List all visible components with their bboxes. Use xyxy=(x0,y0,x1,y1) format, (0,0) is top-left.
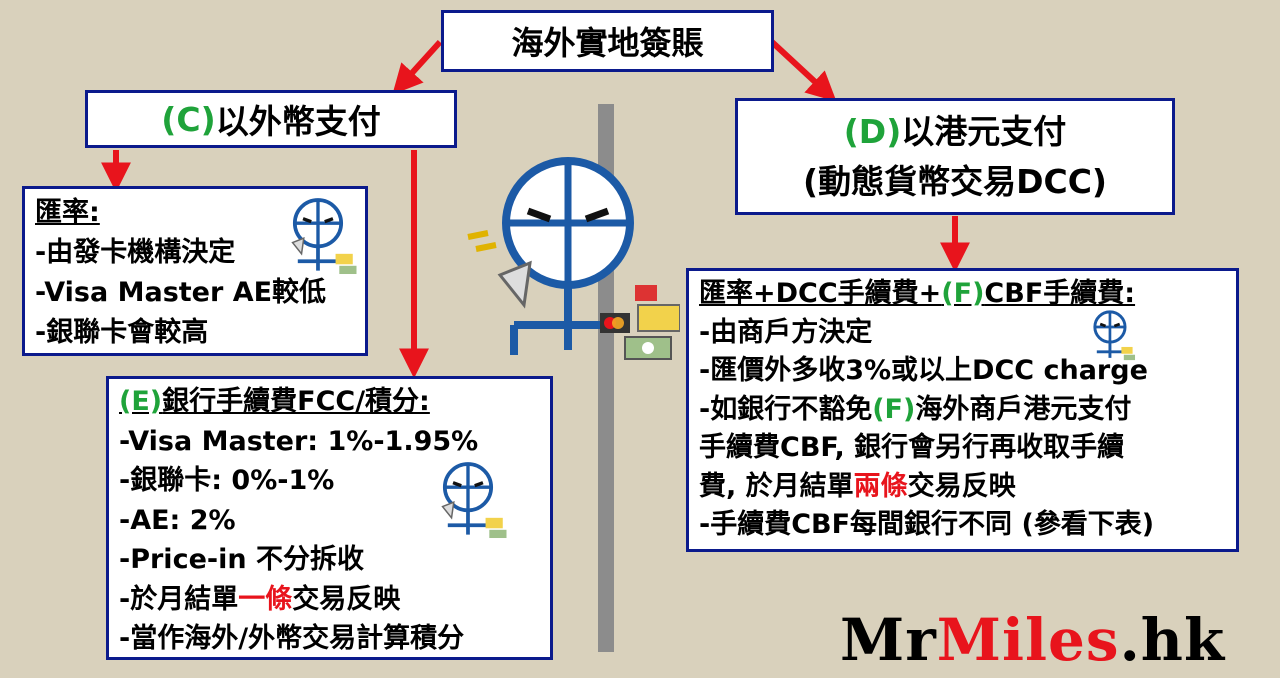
exchange-rate-heading: 匯率: xyxy=(35,197,100,228)
bank-fee-heading-prefix: (E) xyxy=(119,386,163,417)
line5-highlight: 兩條 xyxy=(853,470,908,502)
list-item: 費, 於月結單兩條交易反映 xyxy=(699,468,1226,507)
statement-highlight: 一條 xyxy=(238,583,293,615)
list-item: -手續費CBF每間銀行不同 (參看下表) xyxy=(699,509,1155,540)
mascot-small-icon xyxy=(1093,310,1136,361)
list-item: 手續費CBF, 銀行會另行再收取手續 xyxy=(699,432,1125,463)
bank-fee-heading-text: 銀行手續費FCC/積分: xyxy=(162,386,430,417)
hkd-payment-title-line: (D)以港元支付 xyxy=(844,107,1067,157)
list-item: -由發卡機構決定 xyxy=(35,237,236,268)
mascot-large-icon xyxy=(467,157,680,360)
dcc-heading-post: CBF手續費: xyxy=(984,278,1136,309)
root-title: 海外實地簽賬 xyxy=(511,24,704,62)
statement-pre: -於月結單 xyxy=(119,583,239,615)
list-item: -銀聯卡: 0%-1% xyxy=(119,465,335,496)
mascot-small-icon xyxy=(291,198,357,275)
line5-pre: 費, 於月結單 xyxy=(699,470,854,502)
list-item: -AE: 2% xyxy=(119,504,236,536)
bank-fee-box: (E)銀行手續費FCC/積分: -Visa Master: 1%-1.95% -… xyxy=(106,376,553,660)
list-item: -銀聯卡會較高 xyxy=(35,317,209,348)
list-item: -由商戶方決定 xyxy=(699,316,873,348)
foreign-currency-node: (C)以外幣支付 xyxy=(85,90,457,148)
foreign-currency-prefix: (C) xyxy=(161,99,216,139)
statement-post: 交易反映 xyxy=(292,583,401,615)
hkd-payment-prefix: (D) xyxy=(843,111,902,151)
hkd-payment-node: (D)以港元支付 (動態貨幣交易DCC) xyxy=(735,98,1175,215)
line3-pre: -如銀行不豁免 xyxy=(699,393,873,425)
line3-post: 海外商戶港元支付 xyxy=(915,393,1132,425)
list-item: -匯價外多收3%或以上DCC charge xyxy=(699,355,1148,386)
list-item: -如銀行不豁免(F)海外商戶港元支付 xyxy=(699,391,1226,430)
brand-part3: .hk xyxy=(1119,606,1226,674)
brand-part1: Mr xyxy=(840,606,937,674)
hkd-payment-title: 以港元支付 xyxy=(901,111,1067,151)
brand-part2: Miles xyxy=(936,606,1120,674)
dcc-heading-highlight: (F) xyxy=(941,278,985,309)
mascot-small-icon xyxy=(441,462,507,539)
list-item: -Visa Master AE較低 xyxy=(35,277,327,308)
foreign-currency-title: 以外幣支付 xyxy=(215,102,381,141)
dcc-heading-pre: 匯率+DCC手續費+ xyxy=(699,278,942,309)
dcc-detail-heading: 匯率+DCC手續費+(F)CBF手續費: xyxy=(699,275,1226,314)
list-item: -當作海外/外幣交易計算積分 xyxy=(119,623,465,654)
arrow-root-to-right xyxy=(769,39,837,102)
arrow-root-to-left xyxy=(392,39,443,95)
list-item: -於月結單一條交易反映 xyxy=(119,580,540,620)
root-node: 海外實地簽賬 xyxy=(441,10,774,72)
line3-highlight: (F) xyxy=(872,393,916,425)
dcc-detail-box: 匯率+DCC手續費+(F)CBF手續費: -由商戶方決定 -匯價外多收3%或以上… xyxy=(686,268,1239,552)
list-item: -Visa Master: 1%-1.95% xyxy=(119,425,479,457)
brand-logo: MrMiles.hk xyxy=(840,606,1225,674)
hkd-payment-subtitle: (動態貨幣交易DCC) xyxy=(803,161,1107,201)
bank-fee-heading: (E)銀行手續費FCC/積分: xyxy=(119,382,540,422)
line5-post: 交易反映 xyxy=(907,470,1016,502)
list-item: -Price-in 不分拆收 xyxy=(119,544,364,575)
